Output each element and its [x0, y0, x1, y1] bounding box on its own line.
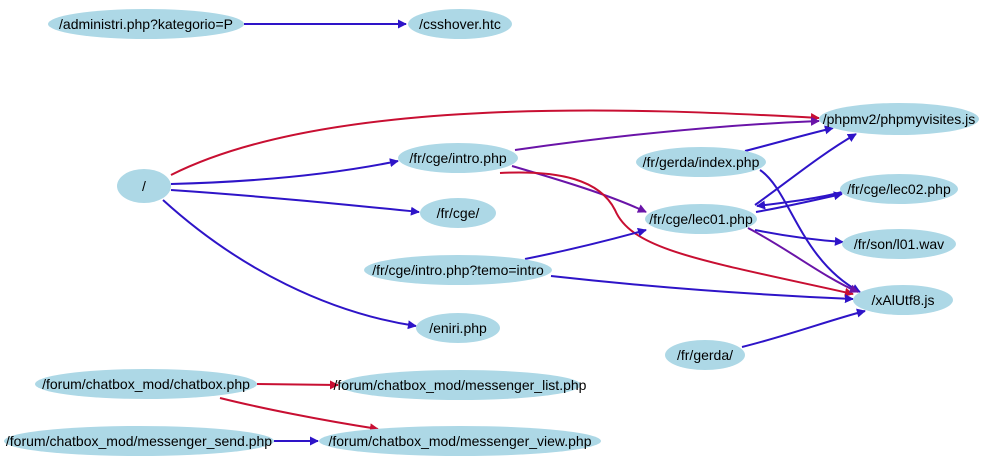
edge-chatbox-to-msgview [219, 397, 379, 433]
node-label-introtemo: /fr/cge/intro.php?temo=intro [372, 262, 544, 278]
edge-lec01-to-lec02 [755, 191, 843, 213]
node-shape-lec02 [840, 174, 958, 204]
edge-chatbox-to-msglist [256, 380, 339, 390]
node-shape-chatbox [35, 369, 257, 399]
node-msgsend[interactable]: /forum/chatbox_mod/messenger_send.php [4, 426, 274, 456]
edge-root-to-phpmv [170, 109, 820, 176]
node-label-msgsend: /forum/chatbox_mod/messenger_send.php [6, 433, 272, 449]
node-msglist[interactable]: /forum/chatbox_mod/messenger_list.php [334, 370, 587, 400]
edge-root-to-eniri [162, 199, 417, 330]
node-msgview[interactable]: /forum/chatbox_mod/messenger_view.php [319, 426, 601, 456]
node-label-csshover: /csshover.htc [419, 16, 501, 32]
node-shape-eniri [416, 313, 500, 343]
node-shape-gerdaindex [636, 147, 766, 177]
node-phpmv[interactable]: /phpmv2/phpmyvisites.js [819, 103, 979, 135]
node-shape-root [117, 169, 171, 203]
node-label-cge: /fr/cge/ [437, 205, 480, 221]
node-introtemo[interactable]: /fr/cge/intro.php?temo=intro [364, 255, 552, 285]
node-label-gerdaindex: /fr/gerda/index.php [643, 154, 760, 170]
node-shape-l01 [842, 229, 956, 259]
node-label-admin: /administri.php?kategorio=P [59, 16, 233, 32]
node-xal[interactable]: /xAlUtf8.js [853, 285, 953, 315]
node-root[interactable]: / [117, 169, 171, 203]
node-label-lec02: /fr/cge/lec02.php [847, 181, 951, 197]
edge-intro-to-lec01 [511, 165, 647, 213]
nodes-layer: /administri.php?kategorio=P/csshover.htc… [4, 9, 979, 456]
node-shape-msgview [319, 426, 601, 456]
node-shape-phpmv [819, 103, 979, 135]
node-shape-msglist [339, 370, 581, 400]
node-admin[interactable]: /administri.php?kategorio=P [48, 9, 244, 39]
node-label-msgview: /forum/chatbox_mod/messenger_view.php [328, 433, 591, 449]
node-label-root: / [142, 178, 146, 194]
node-label-gerda: /fr/gerda/ [677, 347, 733, 363]
node-shape-intro [398, 143, 518, 173]
node-lec02[interactable]: /fr/cge/lec02.php [840, 174, 958, 204]
node-shape-msgsend [4, 426, 274, 456]
node-shape-cge [420, 198, 496, 228]
node-label-intro: /fr/cge/intro.php [409, 150, 506, 166]
node-label-eniri: /eniri.php [429, 320, 487, 336]
edge-root-to-intro [170, 158, 399, 185]
node-gerdaindex[interactable]: /fr/gerda/index.php [636, 147, 766, 177]
node-shape-admin [48, 9, 244, 39]
node-label-l01: /fr/son/l01.wav [854, 236, 944, 252]
edge-gerda-to-xal [741, 308, 866, 348]
edge-intro-to-xal [499, 171, 854, 297]
node-label-chatbox: /forum/chatbox_mod/chatbox.php [42, 376, 250, 392]
edge-gerdaindex-to-xal [759, 169, 861, 293]
edge-root-to-cge [170, 189, 420, 216]
node-l01[interactable]: /fr/son/l01.wav [842, 229, 956, 259]
edge-introtemo-to-xal [550, 275, 854, 304]
node-lec01[interactable]: /fr/cge/lec01.php [645, 204, 757, 234]
node-shape-csshover [408, 9, 512, 39]
edge-intro-to-phpmv [514, 116, 820, 151]
node-shape-xal [853, 285, 953, 315]
node-label-msglist: /forum/chatbox_mod/messenger_list.php [334, 377, 587, 393]
node-cge[interactable]: /fr/cge/ [420, 198, 496, 228]
node-eniri[interactable]: /eniri.php [416, 313, 500, 343]
edge-gerdaindex-to-phpmv [744, 125, 834, 152]
edge-lec02-to-lec01 [756, 191, 843, 210]
edge-lec01-to-xal [747, 227, 859, 293]
node-shape-gerda [665, 340, 745, 370]
node-label-phpmv: /phpmv2/phpmyvisites.js [823, 111, 976, 127]
node-intro[interactable]: /fr/cge/intro.php [398, 143, 518, 173]
edge-introtemo-to-lec01 [524, 227, 647, 260]
node-gerda[interactable]: /fr/gerda/ [665, 340, 745, 370]
node-chatbox[interactable]: /forum/chatbox_mod/chatbox.php [35, 369, 257, 399]
node-shape-lec01 [645, 204, 757, 234]
edge-lec01-to-phpmv [754, 133, 857, 206]
edge-lec01-to-l01 [754, 229, 844, 246]
node-shape-introtemo [364, 255, 552, 285]
node-label-lec01: /fr/cge/lec01.php [649, 211, 753, 227]
node-label-xal: /xAlUtf8.js [871, 292, 934, 308]
edges-layer [162, 19, 866, 446]
node-csshover[interactable]: /csshover.htc [408, 9, 512, 39]
